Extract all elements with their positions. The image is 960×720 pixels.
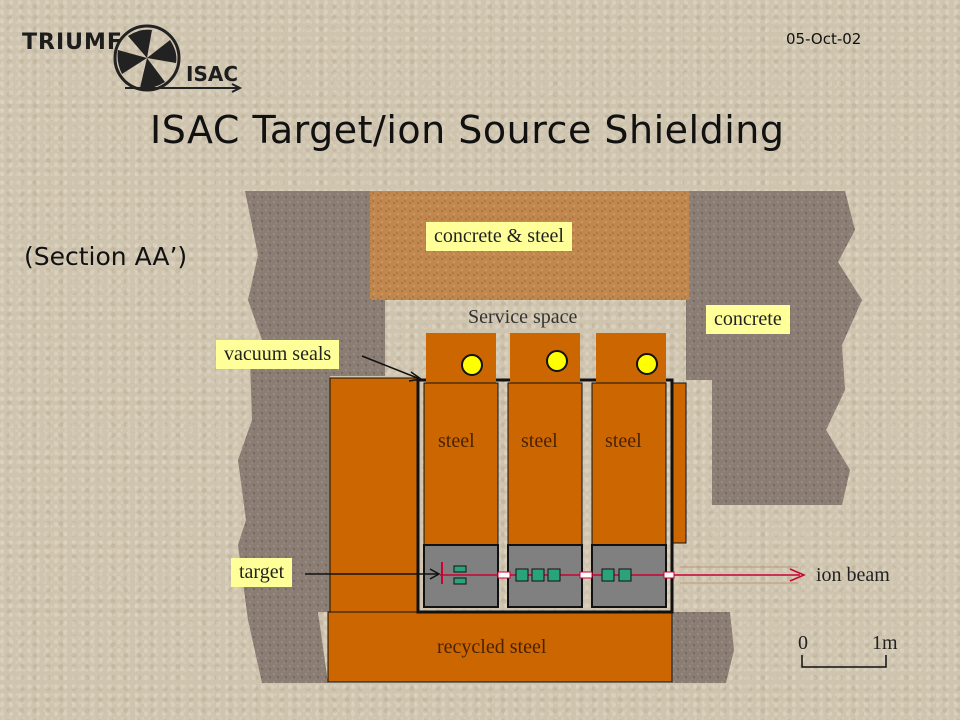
concrete-label: concrete xyxy=(706,305,790,334)
vacuum-seals-arrow xyxy=(361,355,423,382)
target-arrow xyxy=(305,568,441,580)
shield-column-2 xyxy=(507,333,583,608)
service-space-label: Service space xyxy=(468,306,578,328)
logo-text-isac: ISAC xyxy=(186,62,239,86)
target-icon xyxy=(441,562,467,585)
page-title: ISAC Target/ion Source Shielding xyxy=(150,108,785,152)
magnet-icons xyxy=(515,568,632,582)
recycled-steel-label: recycled steel xyxy=(437,636,547,658)
vacuum-seals-label: vacuum seals xyxy=(216,340,340,369)
scale-zero-label: 0 xyxy=(798,632,808,654)
logo-text-triumf: TRIUMF xyxy=(22,30,123,55)
scale-one-label: 1m xyxy=(872,632,898,654)
right-steel-wall xyxy=(671,382,687,544)
ion-beam-label: ion beam xyxy=(816,564,890,586)
left-steel-wall xyxy=(329,377,419,613)
right-lower-concrete xyxy=(672,612,734,683)
right-concrete-wall xyxy=(686,191,862,505)
steel-label-2: steel xyxy=(521,430,558,452)
shield-column-3 xyxy=(591,333,667,608)
steel-label-1: steel xyxy=(438,430,475,452)
scale-bar xyxy=(801,655,887,668)
vacuum-seal-1-icon xyxy=(461,354,483,376)
concrete-steel-label: concrete & steel xyxy=(426,222,572,251)
date: 05-Oct-02 xyxy=(786,30,862,48)
vacuum-seal-2-icon xyxy=(546,350,568,372)
section-subtitle: (Section AA’) xyxy=(24,242,188,271)
triumf-logo-icon xyxy=(113,24,243,93)
steel-label-3: steel xyxy=(605,430,642,452)
vacuum-seal-3-icon xyxy=(636,353,658,375)
target-label: target xyxy=(231,558,293,587)
